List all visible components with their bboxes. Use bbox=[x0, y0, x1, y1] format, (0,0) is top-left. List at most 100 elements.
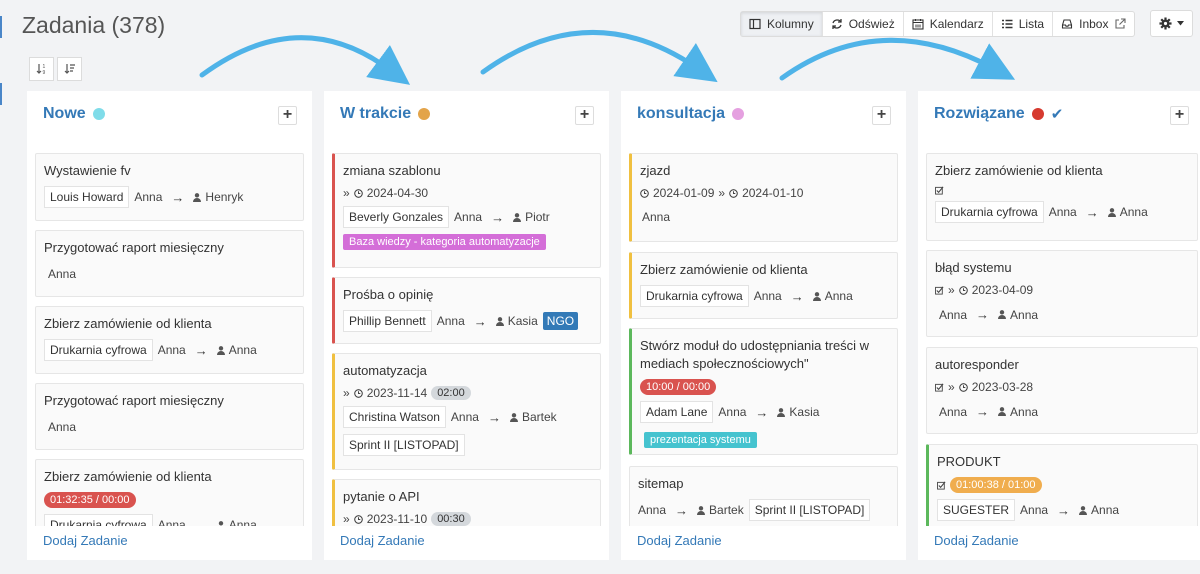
refresh-button[interactable]: Odśwież bbox=[823, 12, 904, 36]
separator: » bbox=[343, 512, 350, 526]
task-card[interactable]: PRODUKT 01:00:38 / 01:00 SUGESTER Anna →… bbox=[926, 444, 1198, 526]
separator: » bbox=[718, 186, 726, 200]
separator: » bbox=[343, 186, 350, 200]
time-tracker-badge: 10:00 / 00:00 bbox=[640, 379, 717, 395]
sort-numeric-icon: 19 bbox=[36, 64, 45, 75]
client-tag: Louis Howard bbox=[44, 186, 130, 208]
assign-arrow: → bbox=[976, 307, 990, 322]
list-view-button[interactable]: Lista bbox=[993, 12, 1054, 36]
user-icon bbox=[216, 345, 225, 355]
clock-icon bbox=[353, 188, 363, 198]
category-label[interactable]: NGO bbox=[542, 312, 579, 330]
calendar-view-button[interactable]: Kalendarz bbox=[904, 12, 993, 36]
task-card[interactable]: pytanie o API » 2023-11-10 00:30 bbox=[332, 479, 601, 526]
task-card[interactable]: Zbierz zamówienie od klienta Drukarnia c… bbox=[926, 153, 1198, 241]
caret-down-icon bbox=[1177, 21, 1184, 26]
task-assignee: Anna bbox=[824, 289, 853, 303]
time-tracker-badge: 01:00:38 / 01:00 bbox=[950, 477, 1042, 493]
page-title: Zadania (378) bbox=[22, 12, 166, 38]
user-icon bbox=[1107, 207, 1116, 217]
assign-arrow: → bbox=[171, 189, 185, 205]
task-title: Zbierz zamówienie od klienta bbox=[640, 262, 808, 277]
task-card[interactable]: Przygotować raport miesięczny Anna bbox=[35, 230, 304, 297]
sprint-tag: Sprint II [LISTOPAD] bbox=[748, 499, 871, 521]
add-task-plus-button[interactable]: + bbox=[872, 106, 891, 125]
separator: » bbox=[343, 386, 350, 400]
columns-view-button[interactable]: Kolumny bbox=[741, 12, 823, 36]
add-task-plus-button[interactable]: + bbox=[1170, 106, 1189, 125]
add-task-link[interactable]: Dodaj Zadanie bbox=[934, 533, 1019, 548]
assign-arrow: → bbox=[194, 517, 208, 527]
svg-text:1: 1 bbox=[42, 64, 45, 70]
task-card[interactable]: zmiana szablonu » 2024-04-30 Beverly Gon… bbox=[332, 153, 601, 268]
task-card[interactable]: Zbierz zamówienie od klienta Drukarnia c… bbox=[35, 306, 304, 374]
column-title-text: W trakcie bbox=[340, 105, 412, 122]
add-task-link[interactable]: Dodaj Zadanie bbox=[340, 533, 425, 548]
column-w-trakcie: W trakcie + zmiana szablonu » 2024-04-30… bbox=[324, 91, 609, 560]
task-card[interactable]: Zbierz zamówienie od klienta Drukarnia c… bbox=[629, 252, 898, 319]
refresh-icon bbox=[832, 19, 842, 29]
add-task-link[interactable]: Dodaj Zadanie bbox=[43, 533, 128, 548]
task-owner: Anna bbox=[48, 267, 77, 281]
column-title-text: Rozwiązane bbox=[934, 105, 1025, 122]
task-card[interactable]: zjazd 2024-01-09 » 2024-01-10 Anna bbox=[629, 153, 898, 242]
user-icon bbox=[193, 192, 202, 202]
task-card[interactable]: automatyzacja » 2023-11-14 02:00 Christi… bbox=[332, 353, 601, 470]
column-header: konsultacja + bbox=[621, 91, 906, 141]
add-task-plus-button[interactable]: + bbox=[575, 106, 594, 125]
user-icon bbox=[218, 520, 223, 526]
client-tag: Drukarnia cyfrowa bbox=[935, 201, 1044, 223]
inbox-link[interactable]: Inbox bbox=[1053, 12, 1134, 36]
due-date: 2024-01-10 bbox=[742, 186, 804, 200]
assign-arrow: → bbox=[487, 409, 501, 425]
column-title-text: konsultacja bbox=[637, 105, 726, 122]
estimate-badge: 00:30 bbox=[431, 512, 471, 526]
task-owner: Anna bbox=[753, 289, 782, 303]
task-assignee: Henryk bbox=[205, 190, 244, 204]
task-card[interactable]: Wystawienie fv Louis Howard Anna → Henry… bbox=[35, 153, 304, 221]
due-date: 2023-03-28 bbox=[971, 380, 1034, 394]
column-nowe: Nowe + Wystawienie fv Louis Howard Anna … bbox=[27, 91, 312, 560]
assign-arrow: → bbox=[491, 209, 505, 225]
task-title: Zbierz zamówienie od klienta bbox=[44, 469, 212, 484]
task-assignee: Kasia bbox=[507, 314, 538, 328]
task-card[interactable]: Stwórz moduł do udostępniania treści w m… bbox=[629, 328, 898, 455]
due-date: 2023-11-10 bbox=[366, 512, 428, 526]
flow-arrow-3 bbox=[779, 37, 1016, 81]
sort-desc-button[interactable] bbox=[57, 57, 82, 81]
separator: » bbox=[948, 380, 955, 394]
add-task-link[interactable]: Dodaj Zadanie bbox=[637, 533, 722, 548]
flow-arrow-2 bbox=[480, 30, 718, 83]
task-owner: Anna bbox=[638, 503, 667, 517]
checkbox-icon bbox=[937, 481, 946, 490]
task-card[interactable]: Zbierz zamówienie od klienta 01:32:35 / … bbox=[35, 459, 304, 526]
task-card[interactable]: Przygotować raport miesięczny Anna bbox=[35, 383, 304, 450]
task-assignee: Anna bbox=[1010, 307, 1039, 322]
assign-arrow: → bbox=[473, 313, 487, 329]
assign-arrow: → bbox=[755, 404, 769, 420]
task-card[interactable]: autoresponder » 2023-03-28 Anna → Anna bbox=[926, 347, 1198, 434]
user-icon bbox=[777, 407, 786, 417]
column-title: Nowe bbox=[43, 105, 105, 123]
column-konsultacja: konsultacja + zjazd 2024-01-09 » 2024-01… bbox=[621, 91, 906, 560]
user-icon bbox=[697, 505, 706, 515]
task-title: PRODUKT bbox=[937, 454, 1001, 469]
category-label[interactable]: prezentacja systemu bbox=[644, 432, 757, 448]
status-dot bbox=[732, 108, 745, 120]
category-label[interactable]: Baza wiedzy - kategoria automatyzacje bbox=[343, 234, 546, 250]
task-card[interactable]: błąd systemu » 2023-04-09 Anna → Anna bbox=[926, 250, 1198, 337]
refresh-label: Odśwież bbox=[848, 17, 895, 31]
settings-dropdown-button[interactable] bbox=[1150, 10, 1193, 37]
client-tag: Adam Lane bbox=[640, 401, 714, 423]
left-accent bbox=[0, 0, 3, 574]
task-card[interactable]: Prośba o opinię Phillip Bennett Anna → K… bbox=[332, 277, 601, 344]
task-assignee: Bartek bbox=[709, 503, 744, 517]
user-icon bbox=[513, 212, 522, 222]
user-icon bbox=[1079, 505, 1088, 515]
task-card[interactable]: sitemap Anna → Bartek Sprint II [LISTOPA… bbox=[629, 466, 898, 526]
add-task-plus-button[interactable]: + bbox=[278, 106, 297, 125]
user-icon bbox=[998, 310, 1007, 319]
calendar-icon bbox=[912, 19, 924, 30]
task-owner: Anna bbox=[157, 343, 186, 357]
